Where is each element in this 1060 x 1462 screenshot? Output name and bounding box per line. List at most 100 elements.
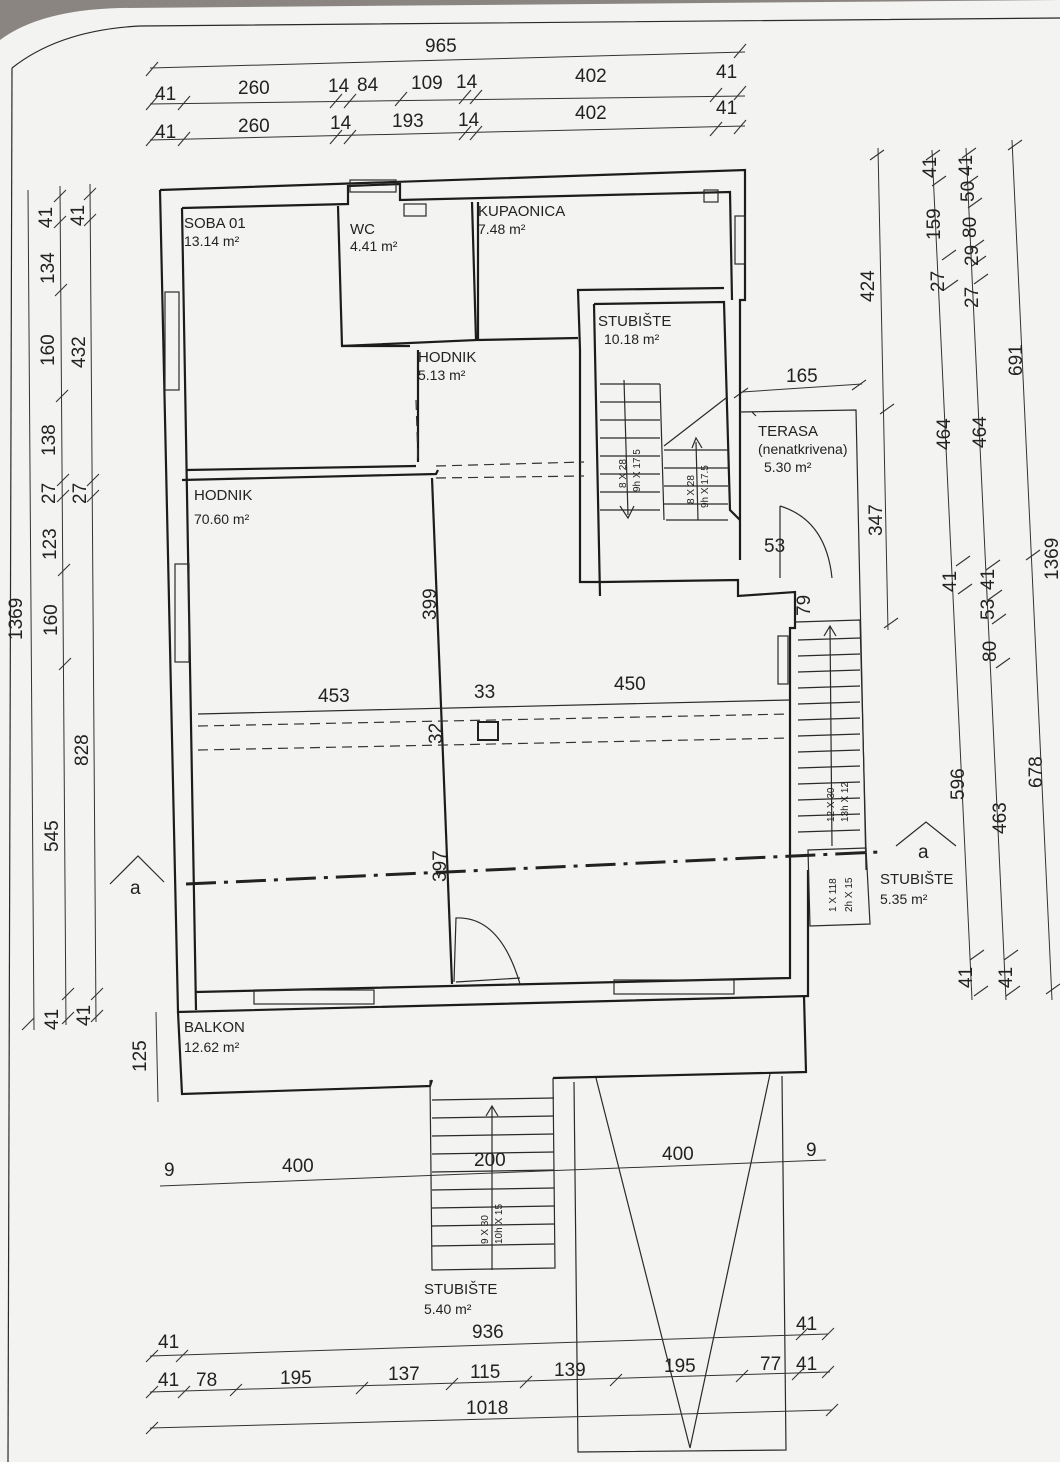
dim-9-left: 9	[164, 1160, 175, 1181]
building-walls	[158, 168, 871, 1096]
stairs-inner	[600, 379, 728, 521]
dim-125-line	[155, 1011, 159, 1103]
stair-label-inner-right-0: 8 X 28	[686, 475, 697, 504]
dim-33: 33	[474, 682, 495, 703]
right-col2-8: 80	[980, 641, 1001, 662]
section-line	[185, 850, 881, 886]
left-outer-7: 545	[42, 820, 63, 852]
room-area-soba01: 13.14 m²	[184, 233, 240, 249]
top-dim-r2-2: 14	[330, 113, 352, 134]
dim-399: 399	[420, 588, 441, 620]
dim-397: 397	[430, 850, 451, 882]
paper-edge	[11, 17, 1060, 69]
dim-450: 450	[614, 674, 646, 695]
right-col1-2: 27	[928, 271, 949, 292]
room-area-kupaonica: 7.48 m²	[478, 221, 526, 237]
right-col3-1: 678	[1026, 756, 1047, 788]
bottom-dim-936: 936	[472, 1322, 504, 1343]
room-area-terasa: 5.30 m²	[764, 459, 812, 475]
bottom-row-6: 195	[664, 1356, 696, 1377]
left-outer-0: 41	[36, 207, 57, 228]
left-inner-1: 432	[69, 336, 90, 368]
right-col2-10: 41	[996, 967, 1017, 988]
right-col2-0: 41	[956, 155, 977, 176]
room-area-hodnik-small: 5.13 m²	[418, 367, 466, 383]
left-outer-1: 134	[38, 252, 59, 284]
bottom-row-2: 195	[280, 1368, 312, 1389]
stair-label-bottom-1: 10h X 15	[494, 1204, 505, 1244]
bottom-row-4: 115	[470, 1362, 500, 1383]
chimney-wc	[403, 203, 427, 217]
right-col1-6: 41	[956, 967, 977, 988]
stairs-right	[797, 624, 861, 847]
room-name-terasa: TERASA	[758, 423, 818, 440]
dim-32: 32	[426, 723, 447, 744]
top-overall-dim: 965	[425, 36, 457, 57]
room-name-stubiste-right: STUBIŠTE	[880, 871, 953, 888]
top-dim-r2-1: 260	[238, 116, 270, 137]
right-col3-0: 691	[1006, 344, 1027, 376]
top-dim-r1-2: 14	[328, 76, 350, 97]
left-overall-dim: 1369	[6, 598, 27, 640]
room-area-stubiste-inner: 10.18 m²	[604, 331, 660, 347]
left-outer-3: 138	[39, 424, 60, 456]
right-col2-7: 41	[978, 569, 999, 590]
right-col1-5: 596	[948, 768, 969, 800]
right-col2-9: 463	[990, 802, 1011, 834]
left-inner-3: 828	[72, 734, 93, 766]
right-col1-1: 159	[924, 208, 945, 240]
left-outer-5: 123	[40, 528, 61, 560]
room-area-stubiste-bottom: 5.40 m²	[424, 1301, 472, 1317]
dim-9-right: 9	[806, 1140, 817, 1161]
room-name-soba01: SOBA 01	[184, 215, 246, 232]
bottom-row-0: 41	[158, 1370, 179, 1391]
left-inner-4: 41	[74, 1005, 95, 1026]
stair-label-bottom-0: 9 X 30	[480, 1215, 491, 1244]
right-col2-4: 27	[962, 287, 983, 308]
windows	[164, 179, 789, 1005]
right-col2-3: 29	[962, 245, 983, 266]
stair-label-right-short-0: 1 X 118	[828, 878, 839, 912]
section-marker-right: a	[895, 821, 957, 863]
top-dim-r1-4: 109	[411, 73, 443, 94]
stair-label-inner-left-0: 8 X 28	[618, 459, 629, 488]
room-name-hodnik-large: HODNIK	[194, 487, 252, 504]
dimension-line-453-450	[197, 699, 791, 715]
top-dim-r2-0: 41	[155, 122, 176, 143]
top-dim-r2-3: 193	[392, 111, 424, 132]
bottom-row-8: 41	[796, 1354, 817, 1375]
room-name-stubiste-inner: STUBIŠTE	[598, 313, 671, 330]
dim-125: 125	[130, 1040, 151, 1072]
void-opening	[573, 1073, 787, 1453]
dim-400-right: 400	[662, 1144, 694, 1165]
room-name-balkon: BALKON	[184, 1019, 245, 1036]
room-area-wc: 4.41 m²	[350, 238, 398, 254]
top-dim-r1-3: 84	[357, 75, 379, 96]
column	[477, 721, 499, 741]
stair-label-inner-left-1: 9h X 17.5	[632, 449, 643, 492]
section-marker-left: a	[109, 855, 165, 899]
right-dim-53: 53	[764, 536, 785, 557]
bottom-row-5: 139	[554, 1360, 586, 1381]
top-dim-r1-0: 41	[155, 84, 176, 105]
stair-label-inner-right-1: 9h X 17.5	[700, 465, 711, 508]
bottom-row-1: 78	[196, 1370, 217, 1391]
right-dim-347: 347	[866, 504, 887, 536]
chimney-kupaonica	[703, 189, 719, 203]
doors	[453, 505, 833, 985]
room-name-wc: WC	[350, 221, 375, 238]
left-outer-2: 160	[38, 334, 59, 366]
room-area-hodnik-large: 70.60 m²	[194, 511, 250, 527]
right-dim-79: 79	[794, 595, 815, 616]
right-col1-0: 41	[920, 157, 941, 178]
left-inner-0: 41	[68, 205, 89, 226]
right-col2-6: 53	[978, 599, 999, 620]
stair-label-right-long-0: 12 X 30	[826, 787, 837, 822]
right-dim-424: 424	[858, 270, 879, 302]
top-dim-r1-5: 14	[456, 72, 478, 93]
right-col2-2: 80	[960, 217, 981, 238]
room-name-kupaonica: KUPAONICA	[478, 203, 565, 220]
stair-label-right-short-1: 2h X 15	[844, 877, 855, 912]
